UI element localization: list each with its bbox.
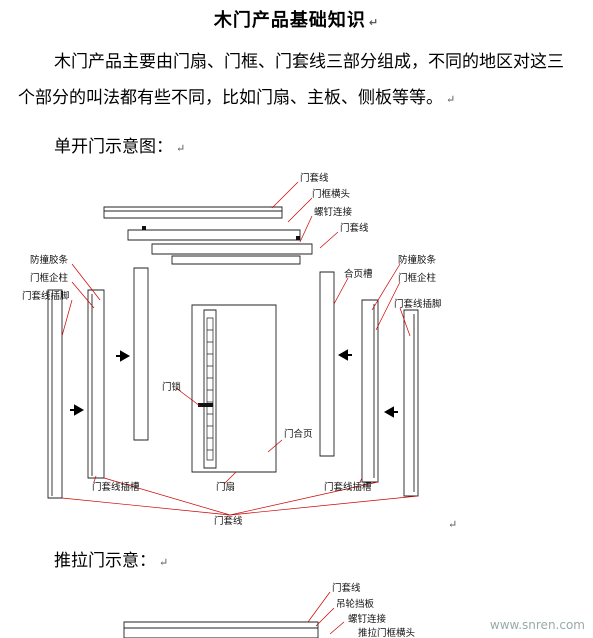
label-frame-post-left: 门框企柱 xyxy=(30,272,69,284)
document-title: 木门产品基础知识↵ xyxy=(213,10,380,31)
label-pulley-board: 吊轮挡板 xyxy=(336,598,375,610)
intro-paragraph: 木门产品主要由门扇、门框、门套线三部分组成，不同的地区对这三个部分的叫法都有些不… xyxy=(18,52,564,108)
label-jamb-casing: 门套线 xyxy=(300,172,329,184)
label-jamb-casing-2: 门套线 xyxy=(340,222,369,234)
sliding-door-diagram: 门套线 吊轮挡板 螺钉连接 推拉门框横头 xyxy=(123,582,415,638)
single-door-diagram: 门套线 门框横头 螺钉连接 门套线 防撞胶条 门框企柱 门套线插脚 合页槽 防撞… xyxy=(22,172,442,527)
paragraph-mark: ↵ xyxy=(448,518,458,531)
label-sliding-jamb-casing: 门套线 xyxy=(332,582,361,594)
label-casing-slot-foot-right: 门套线插脚 xyxy=(394,298,442,310)
label-casing-groove-left: 门套线插槽 xyxy=(92,481,140,493)
label-bumper-strip-left: 防撞胶条 xyxy=(30,254,69,266)
label-casing-groove-right: 门套线插槽 xyxy=(324,481,372,493)
sliding-door-caption: 推拉门示意：↵ xyxy=(54,551,169,571)
label-jamb-casing-bottom: 门套线 xyxy=(214,515,243,527)
label-door-hinge: 门合页 xyxy=(284,428,313,440)
watermark: www.snren.com xyxy=(489,618,585,632)
label-frame-post-right: 门框企柱 xyxy=(398,272,437,284)
label-sliding-screw-joint: 螺钉连接 xyxy=(348,613,387,625)
label-sliding-head: 推拉门框横头 xyxy=(358,627,415,638)
single-door-caption: 单开门示意图：↵ xyxy=(54,137,186,157)
label-casing-slot-foot-left: 门套线插脚 xyxy=(22,290,70,302)
label-hinge-slot: 合页槽 xyxy=(344,268,373,280)
label-head-jamb: 门框横头 xyxy=(312,188,350,200)
label-bumper-strip-right: 防撞胶条 xyxy=(398,254,437,266)
label-door-leaf: 门扇 xyxy=(216,481,235,493)
label-door-lock: 门锁 xyxy=(162,381,182,393)
label-screw-joint: 螺钉连接 xyxy=(314,206,353,218)
